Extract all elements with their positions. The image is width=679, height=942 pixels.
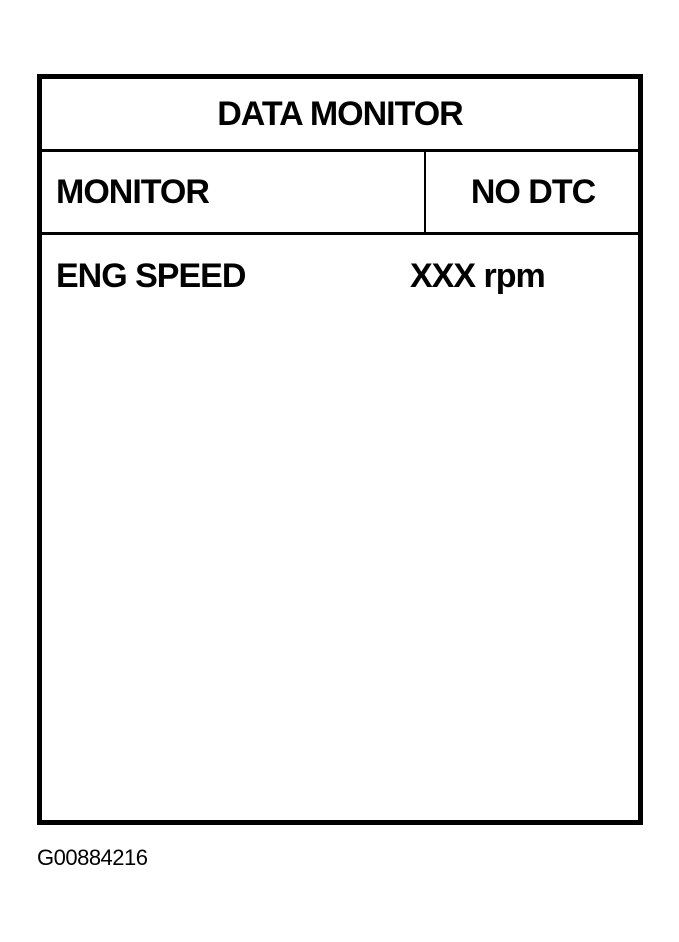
header-dtc-status-cell: NO DTC bbox=[428, 152, 638, 232]
screen-title-text: DATA MONITOR bbox=[217, 94, 463, 133]
screen-title: DATA MONITOR bbox=[42, 79, 638, 152]
header-monitor-label: MONITOR bbox=[56, 172, 210, 211]
figure-id-caption: G00884216 bbox=[37, 845, 148, 870]
dtc-status-label: NO DTC bbox=[470, 172, 596, 211]
header-monitor-cell: MONITOR bbox=[42, 152, 426, 232]
data-monitor-screen: DATA MONITOR MONITOR NO DTC ENG SPEED XX… bbox=[37, 74, 643, 825]
data-row-eng-speed: ENG SPEED XXX rpm bbox=[42, 257, 638, 301]
data-row-label: ENG SPEED bbox=[56, 257, 246, 295]
header-row: MONITOR NO DTC bbox=[42, 152, 638, 235]
monitor-data-list: ENG SPEED XXX rpm bbox=[42, 235, 638, 820]
data-row-value: XXX rpm bbox=[410, 257, 546, 295]
